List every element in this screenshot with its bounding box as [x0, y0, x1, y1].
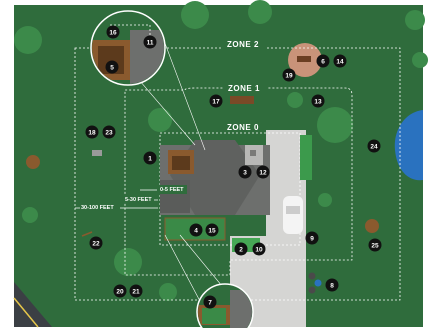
marker-badge-2 [234, 242, 248, 256]
trash-bins [308, 272, 322, 294]
marker-number-21: 21 [132, 288, 140, 295]
marker-badge-5 [105, 60, 119, 74]
marker-badge-14 [333, 54, 347, 68]
marker-number-2: 2 [239, 246, 243, 253]
lawn-mower [92, 150, 102, 156]
pond [394, 110, 423, 181]
marker-badge-8 [325, 278, 339, 292]
marker-number-9: 9 [310, 235, 314, 242]
marker-badge-23 [102, 125, 116, 139]
distance-label-30-100: 30-100 FEET [81, 205, 114, 211]
marker-number-6: 6 [321, 58, 325, 65]
trees [14, 0, 428, 301]
magnifier-hedge-detail [196, 283, 254, 333]
stump-right [365, 219, 379, 233]
marker-number-10: 10 [255, 246, 263, 253]
distance-label-0-5: 0-5 FEET [160, 187, 184, 193]
marker-badge-4 [189, 223, 203, 237]
marker-number-22: 22 [92, 240, 100, 247]
marker-badge-3 [238, 165, 252, 179]
marker-number-19: 19 [285, 72, 293, 79]
marker-badge-7 [203, 295, 217, 309]
marker-number-15: 15 [208, 227, 216, 234]
stump-left [26, 155, 40, 169]
zone-2-label: ZONE 2 [227, 40, 259, 49]
marker-number-13: 13 [314, 98, 322, 105]
marker-badge-20 [113, 284, 127, 298]
marker-badge-10 [252, 242, 266, 256]
marker-number-7: 7 [208, 299, 212, 306]
marker-badge-9 [305, 231, 319, 245]
car [283, 196, 303, 234]
marker-badge-15 [205, 223, 219, 237]
marker-number-8: 8 [330, 282, 334, 289]
marker-number-14: 14 [336, 58, 344, 65]
marker-badge-6 [316, 54, 330, 68]
marker-number-5: 5 [110, 64, 114, 71]
marker-number-24: 24 [370, 143, 378, 150]
marker-number-11: 11 [147, 39, 154, 46]
marker-badge-24 [367, 139, 381, 153]
zone-0-label: ZONE 0 [227, 123, 259, 132]
house [160, 140, 270, 215]
marker-badge-11 [143, 35, 157, 49]
marker-badge-13 [311, 94, 325, 108]
marker-number-12: 12 [259, 169, 267, 176]
marker-number-18: 18 [88, 129, 96, 136]
distance-label-5-30: 5-30 FEET [125, 197, 152, 203]
marker-badge-17 [209, 94, 223, 108]
marker-badge-19 [282, 68, 296, 82]
zone-1-label: ZONE 1 [228, 84, 260, 93]
marker-number-17: 17 [212, 98, 220, 105]
branch-debris [81, 231, 93, 237]
zone-1-boundary [124, 87, 353, 276]
marker-badge-1 [143, 151, 157, 165]
marker-number-25: 25 [371, 242, 379, 249]
marker-number-23: 23 [105, 129, 113, 136]
marker-badge-22 [89, 236, 103, 250]
zone-2-boundary [74, 47, 401, 301]
bench [230, 96, 254, 104]
marker-number-1: 1 [148, 155, 152, 162]
marker-number-16: 16 [109, 29, 117, 36]
marker-number-4: 4 [194, 227, 198, 234]
marker-number-20: 20 [116, 288, 124, 295]
marker-badge-16 [106, 25, 120, 39]
hedge-side [300, 135, 312, 180]
road [14, 282, 52, 327]
marker-badge-18 [85, 125, 99, 139]
marker-badge-12 [256, 165, 270, 179]
marker-number-3: 3 [243, 169, 247, 176]
marker-badge-25 [368, 238, 382, 252]
marker-badge-21 [129, 284, 143, 298]
